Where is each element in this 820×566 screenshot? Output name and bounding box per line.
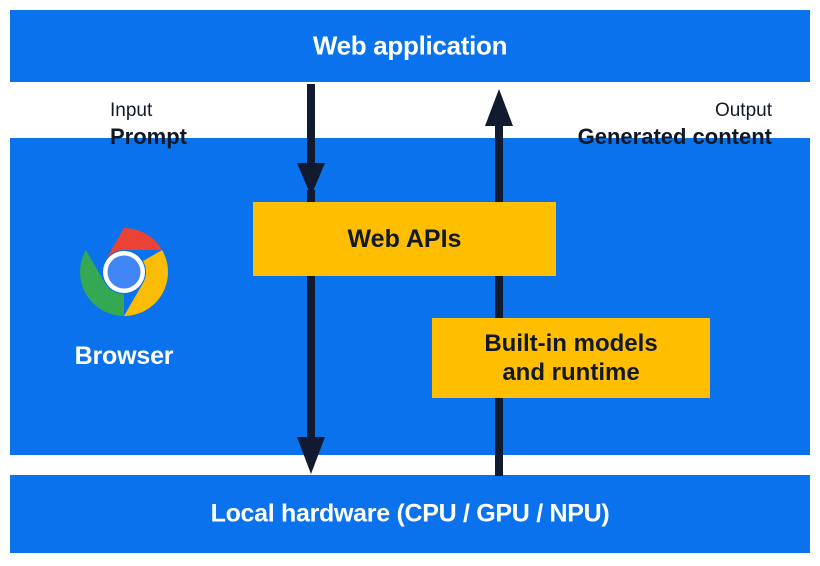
built-in-models-line1: Built-in models [484, 329, 658, 357]
web-apis-box: Web APIs [253, 202, 556, 276]
local-hardware-label: Local hardware (CPU / GPU / NPU) [210, 499, 610, 528]
web-application-label: Web application [312, 30, 508, 61]
built-in-models-line2: and runtime [502, 359, 640, 386]
built-in-models-box: Built-in models and runtime [432, 318, 710, 398]
chrome-logo-icon [80, 228, 168, 316]
output-kind-label: Output [714, 100, 772, 121]
input-kind-label: Input [110, 100, 153, 121]
output-value-label: Generated content [577, 124, 772, 150]
local-hardware-band: Local hardware (CPU / GPU / NPU) [10, 475, 810, 553]
browser-block: Browser [45, 228, 203, 371]
input-label-group: Input Prompt [110, 99, 187, 151]
web-application-band: Web application [10, 10, 810, 82]
web-apis-label: Web APIs [347, 224, 462, 253]
input-value-label: Prompt [110, 124, 187, 150]
browser-label: Browser [74, 342, 174, 370]
output-label-group: Output Generated content [578, 99, 772, 151]
